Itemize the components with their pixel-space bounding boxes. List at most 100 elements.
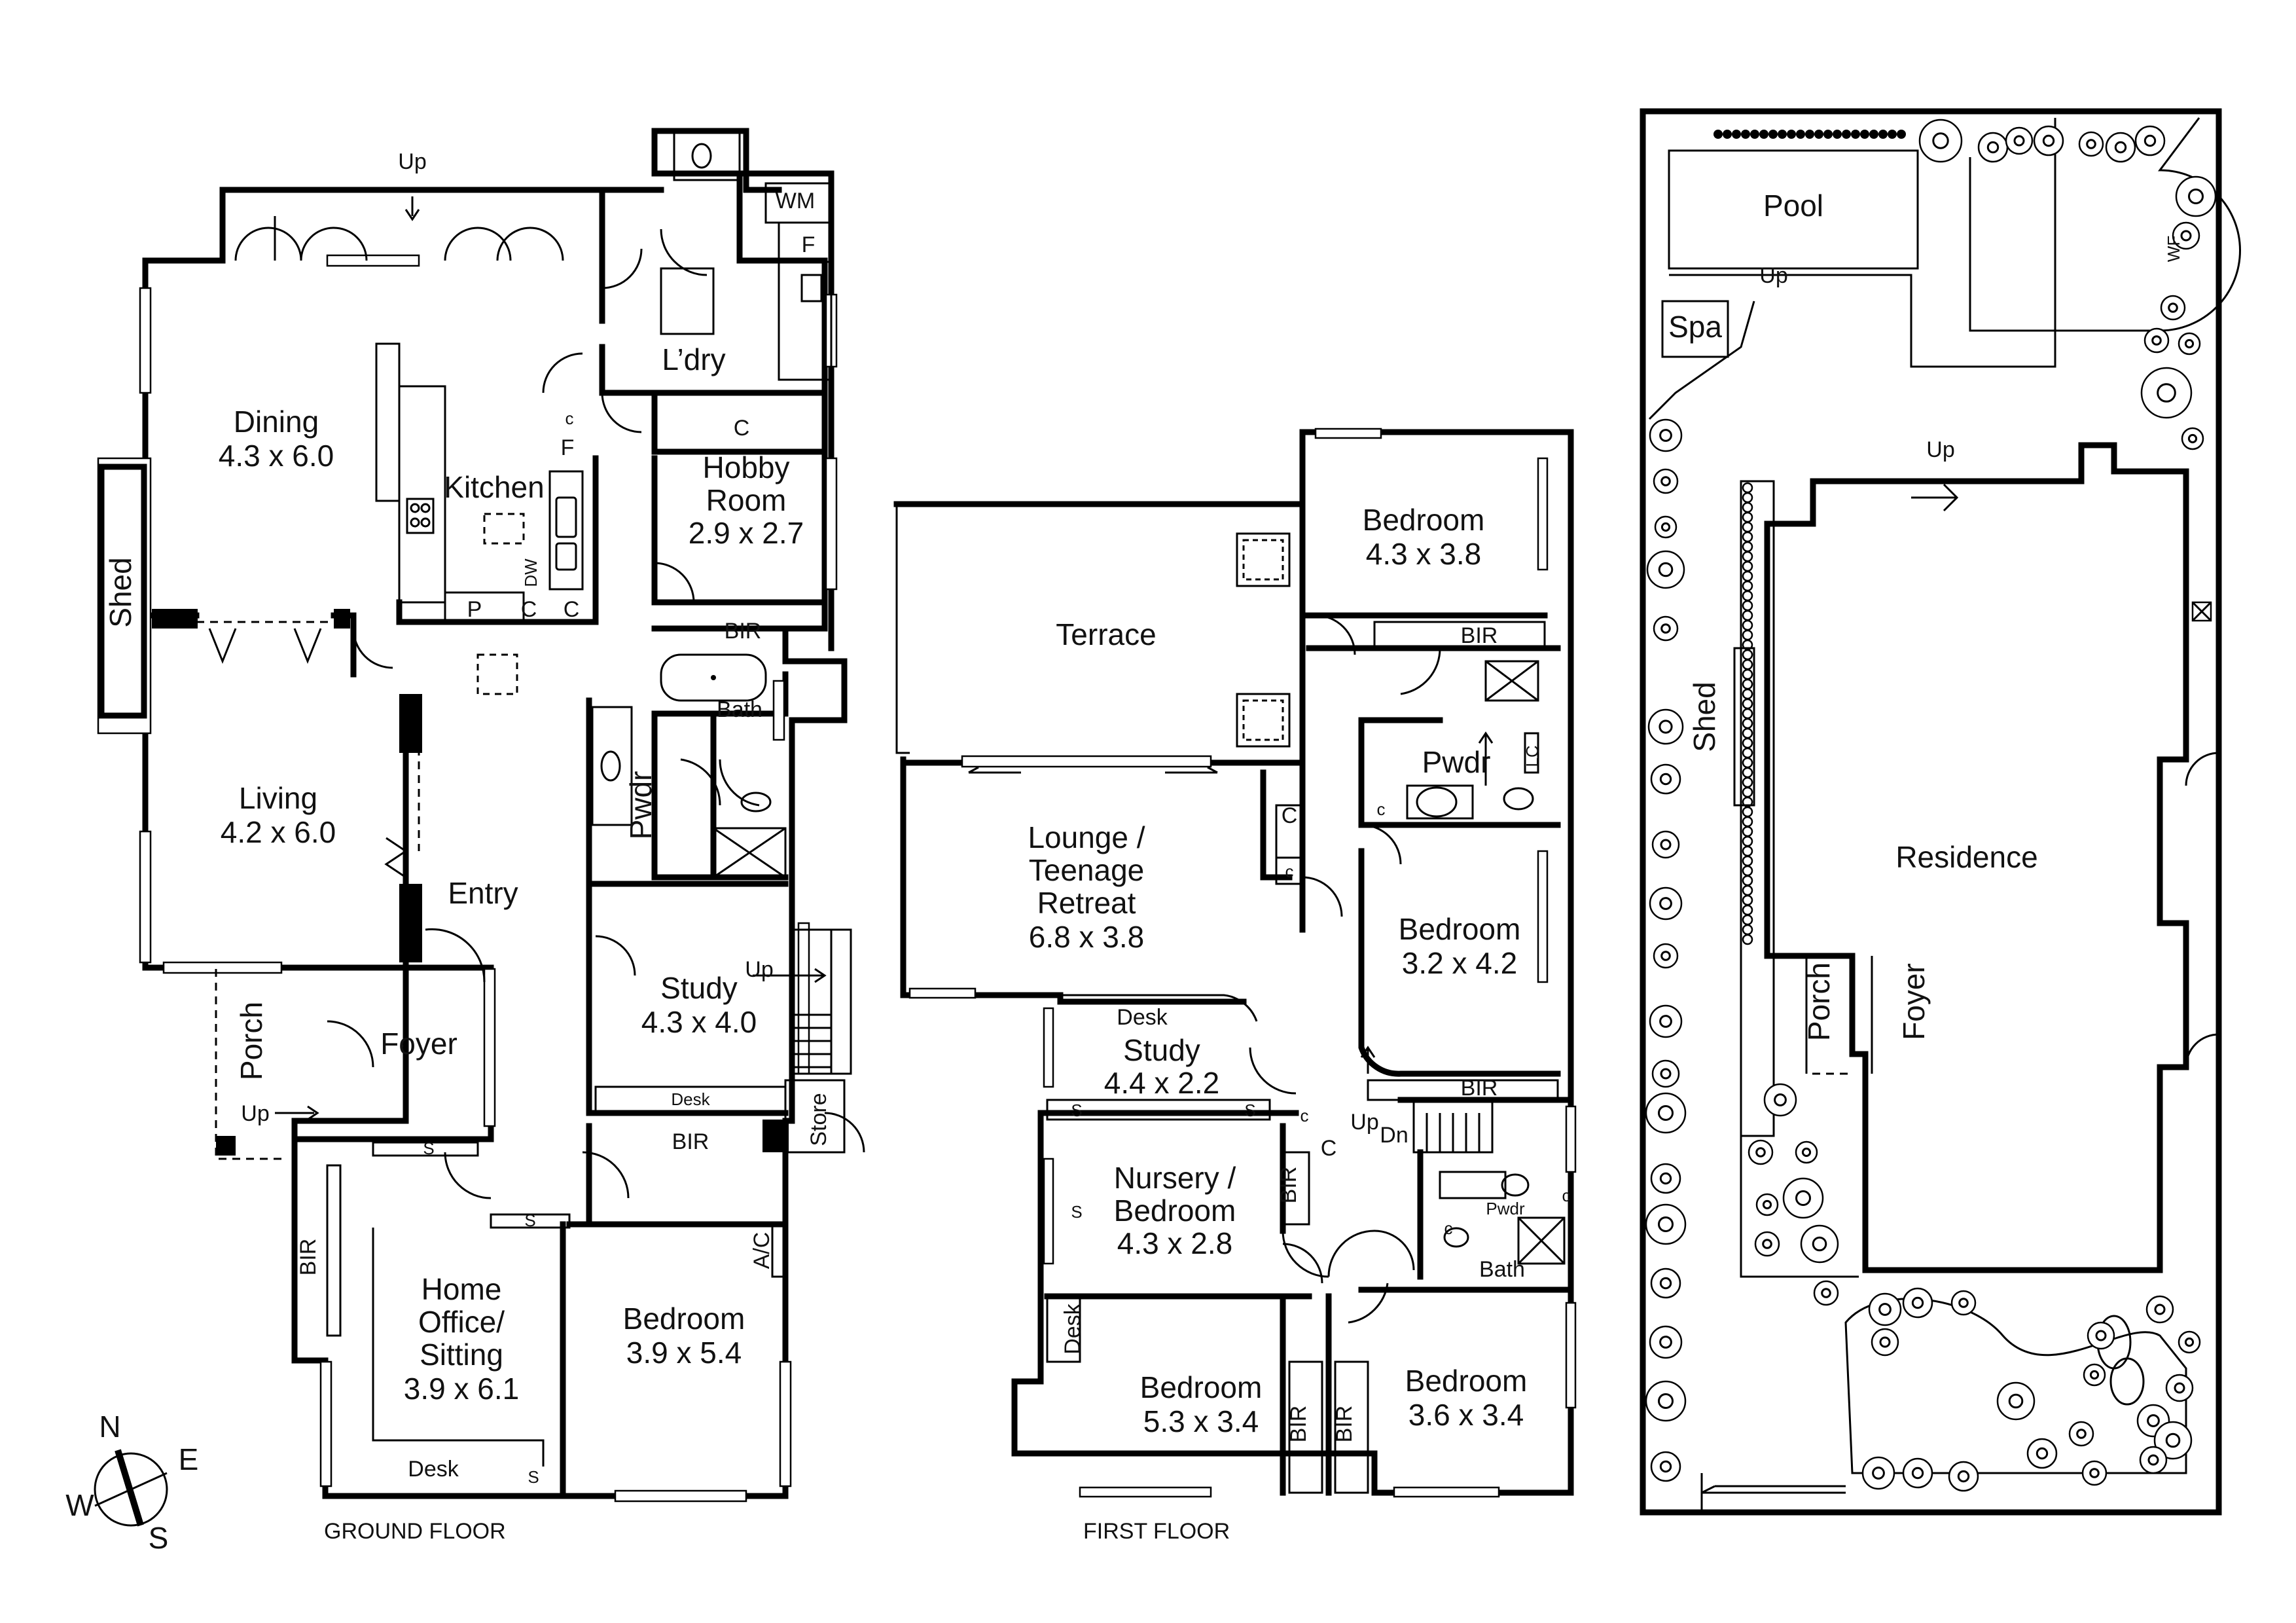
tree-icon-core (2144, 134, 2157, 147)
hedge-dot (1742, 688, 1753, 700)
svg-text:c: c (1285, 862, 1294, 881)
tree-icon-core (1658, 1216, 1674, 1232)
svg-text:BIR: BIR (1332, 1406, 1357, 1443)
tree-icon (1649, 886, 1683, 921)
tree-icon (1977, 132, 2009, 163)
tree-icon-core (2036, 1447, 2049, 1460)
tree-icon-core (1659, 1172, 1672, 1185)
tree-icon (2165, 1374, 2194, 1402)
svg-text:Up: Up (1350, 1110, 1378, 1135)
hedge-dot (1796, 130, 1805, 139)
svg-text:BIR: BIR (1461, 623, 1498, 648)
tree-icon-core (2089, 1468, 2100, 1478)
tree-icon (2172, 221, 2200, 250)
hedge-dot (1742, 580, 1753, 592)
tree-icon (1649, 1004, 1683, 1038)
hedge-dot (1742, 865, 1753, 877)
tree-icon-core (1659, 429, 1672, 442)
tree-icon (2026, 1438, 2058, 1469)
svg-text:C: C (521, 597, 537, 622)
svg-text:DW: DW (521, 558, 541, 587)
tree-icon (2081, 1460, 2108, 1486)
tree-icon-core (2154, 1304, 2166, 1315)
label-pool: Pool (1763, 189, 1823, 223)
svg-text:W: W (65, 1488, 94, 1522)
tree-icon-core (2086, 139, 2096, 149)
compass-rose (94, 1449, 168, 1527)
svg-text:S: S (423, 1139, 434, 1158)
hedge-dot (1851, 130, 1860, 139)
svg-text:LC: LC (1522, 745, 1542, 767)
svg-text:C: C (1282, 803, 1298, 828)
hedge-dot (1742, 629, 1753, 641)
hedge-dot (1742, 776, 1753, 788)
tree-icon-core (1762, 1199, 1772, 1210)
tree-icon-core (2174, 1382, 2185, 1394)
tree-icon (2083, 1363, 2106, 1387)
tree-icon (1748, 1139, 1774, 1165)
tree-icon (1650, 1267, 1681, 1299)
tree-icon (2005, 126, 2034, 155)
hedge-dot (1742, 904, 1753, 916)
tree-icon (2140, 367, 2193, 419)
tree-icon-core (1658, 1393, 1674, 1409)
hedge-dot (1742, 845, 1753, 857)
tree-icon (2087, 1321, 2115, 1350)
hedge-dot (1814, 130, 1823, 139)
tree-icon-core (1660, 476, 1671, 486)
label-foyer-site: Foyer (1897, 963, 1931, 1040)
svg-text:Desk: Desk (408, 1457, 459, 1482)
label-residence: Residence (1895, 840, 2037, 874)
tree-icon (1650, 1451, 1681, 1482)
hedge-dot (1742, 541, 1753, 553)
tree-icon-core (1659, 1015, 1672, 1028)
tree-icon-core (1957, 1470, 1970, 1483)
svg-text:Up: Up (745, 957, 773, 982)
tree-icon (1868, 1292, 1902, 1326)
svg-text:BIR: BIR (1286, 1406, 1311, 1443)
tree-icon-core (2157, 383, 2176, 403)
tree-icon-core (2147, 1414, 2160, 1427)
tree-icon (1902, 1287, 1933, 1319)
hedge-dot (1742, 718, 1753, 729)
tree-icon (1653, 943, 1679, 969)
svg-text:N: N (99, 1410, 120, 1444)
hedge-dot (1742, 610, 1753, 621)
tree-icon-core (1812, 1236, 1827, 1252)
tree-icon-core (2008, 1393, 2024, 1409)
site-plan (1640, 108, 2241, 1516)
tree-icon-core (2089, 1370, 2100, 1380)
svg-text:Up: Up (1926, 437, 1954, 462)
tree-icon-core (1659, 720, 1673, 734)
tree-icon (2153, 1421, 2193, 1460)
hedge-dot (1742, 560, 1753, 572)
hedge-dot (1742, 531, 1753, 543)
label-powder: Pwdr (624, 771, 658, 840)
tree-icon-core (2188, 189, 2204, 204)
tree-icon-core (1660, 839, 1672, 850)
tree-icon (1948, 1461, 1979, 1492)
svg-text:BIR: BIR (1276, 1167, 1301, 1204)
tree-icon-core (2147, 1454, 2159, 1466)
svg-text:P: P (467, 597, 482, 622)
tree-icon-core (1659, 773, 1672, 786)
caption-first-floor: FIRST FLOOR (1083, 1519, 1230, 1544)
hedge-dot (1742, 727, 1753, 739)
tree-icon-core (1911, 1467, 1924, 1480)
svg-text:F: F (802, 232, 816, 257)
tree-icon (1871, 1328, 1899, 1357)
label-foyer: Foyer (380, 1027, 457, 1061)
tree-icon (1651, 1059, 1680, 1088)
svg-text:Desk: Desk (1060, 1303, 1085, 1354)
tree-icon (1918, 119, 1963, 163)
hedge-dot (1742, 855, 1753, 867)
hedge-dot (1742, 826, 1753, 837)
svg-text:c: c (1444, 1218, 1453, 1238)
hedge-dot (1823, 130, 1833, 139)
